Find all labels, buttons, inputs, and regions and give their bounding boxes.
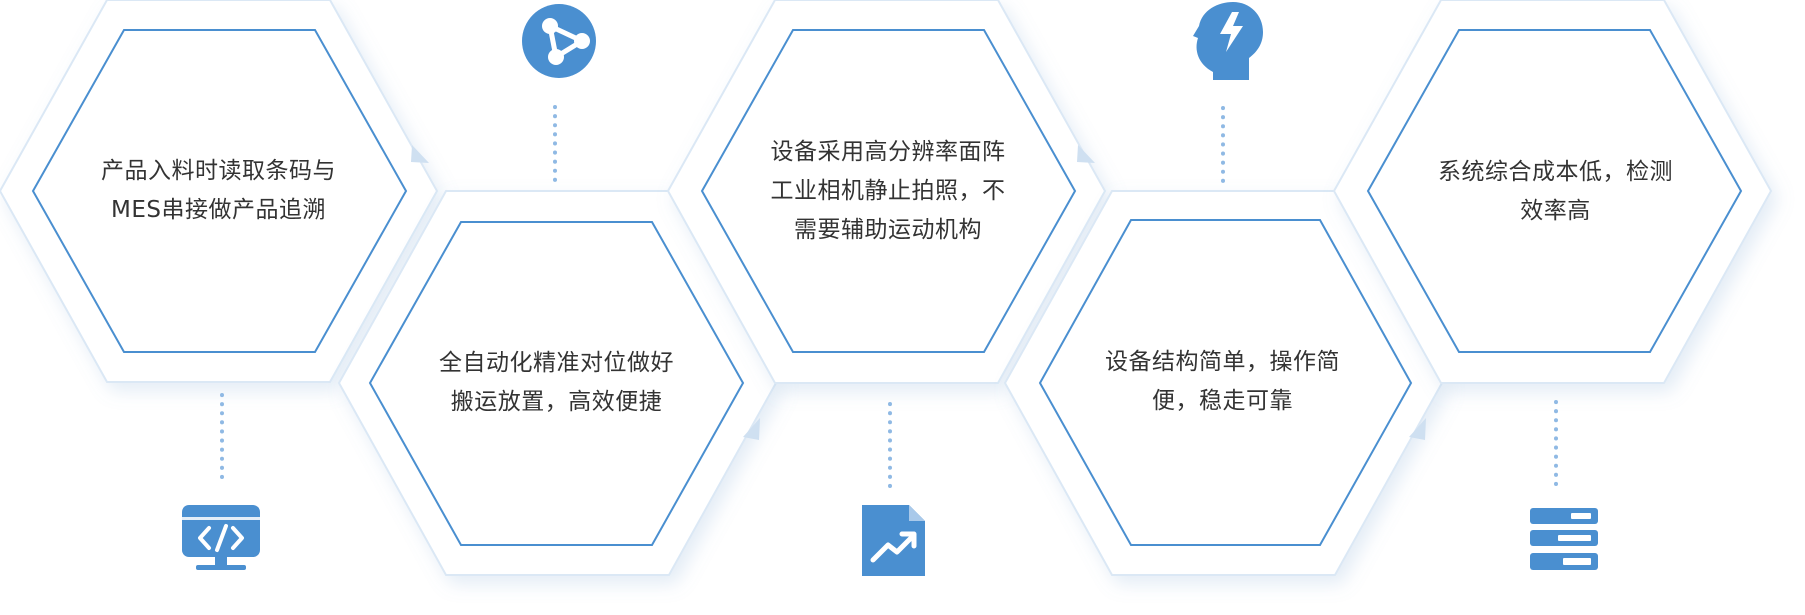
hexagon-frame-5 — [1332, 0, 1773, 384]
server-stack-icon — [1530, 508, 1598, 570]
connector-arrow-1 — [411, 145, 429, 163]
feature-text-2: 全自动化精准对位做好搬运放置，高效便捷 — [436, 322, 677, 444]
connector-arrow-2 — [743, 418, 760, 440]
hexagon-frame-3 — [666, 0, 1107, 384]
brain-bolt-icon — [1193, 2, 1263, 80]
feature-text-3-label: 设备采用高分辨率面阵工业相机静止拍照，不需要辅助运动机构 — [770, 138, 1006, 243]
feature-text-3: 设备采用高分辨率面阵工业相机静止拍照，不需要辅助运动机构 — [760, 130, 1016, 252]
feature-text-4-label: 设备结构简单，操作简便，稳走可靠 — [1105, 349, 1340, 414]
feature-text-1: 产品入料时读取条码与MES串接做产品追溯 — [98, 130, 339, 252]
feature-text-5-label: 系统综合成本低，检测效率高 — [1438, 159, 1673, 224]
trending-document-icon — [862, 505, 925, 576]
share-nodes-icon — [522, 4, 596, 78]
feature-text-2-label: 全自动化精准对位做好搬运放置，高效便捷 — [439, 350, 674, 415]
code-monitor-icon — [182, 505, 260, 570]
connector-arrow-4 — [1409, 418, 1426, 440]
connector-arrow-3 — [1077, 145, 1095, 163]
feature-text-4: 设备结构简单，操作简便，稳走可靠 — [1102, 340, 1343, 424]
hexagon-frame-1 — [0, 0, 439, 383]
feature-text-5: 系统综合成本低，检测效率高 — [1435, 150, 1676, 234]
hexagon-frame-2 — [337, 190, 778, 576]
feature-text-1-label: 产品入料时读取条码与MES串接做产品追溯 — [101, 158, 336, 223]
